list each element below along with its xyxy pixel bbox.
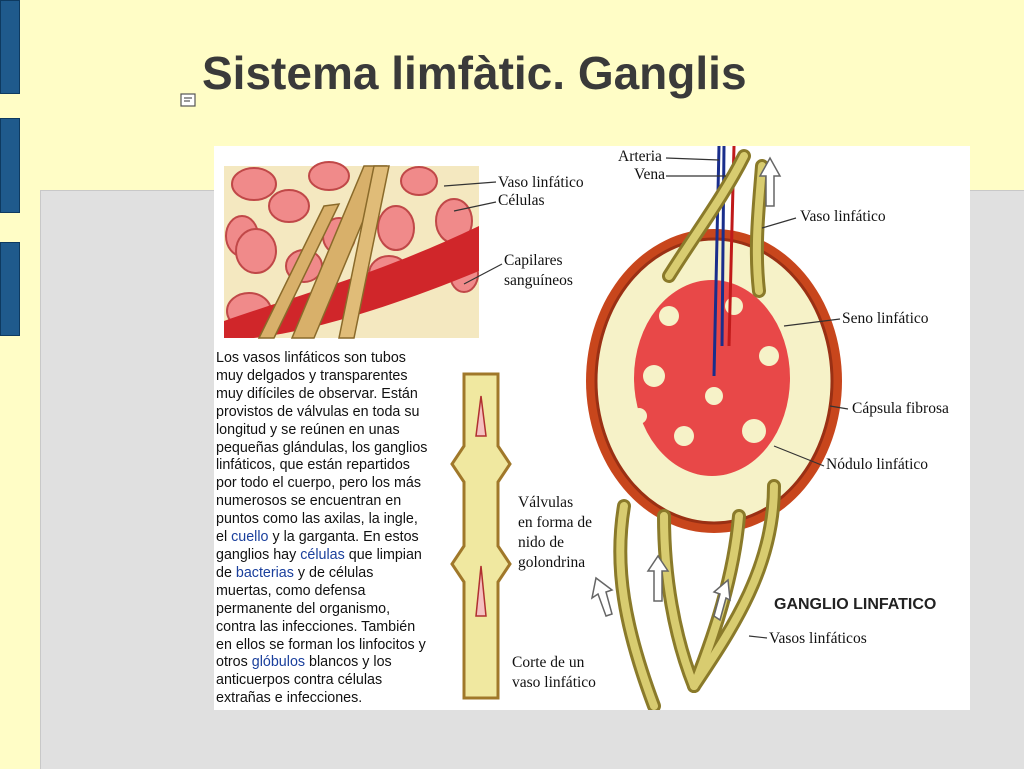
flow-arrows <box>590 156 782 622</box>
lymph-node-figure: Vaso linfático Células Capilares sanguín… <box>214 146 970 710</box>
decor-bar-3 <box>0 242 20 336</box>
decor-bar-2 <box>0 118 20 213</box>
leader-lines <box>443 157 849 639</box>
label-nodulo-linfatico: Nódulo linfático <box>826 456 929 473</box>
label-celulas: Células <box>498 192 545 209</box>
label-valvulas-1: Válvulas <box>518 494 574 511</box>
slide-title: Sistema limfàtic. Ganglis <box>178 46 747 107</box>
label-vasos-linfaticos: Vasos linfáticos <box>769 630 867 647</box>
label-valvulas-4: golondrina <box>518 554 586 571</box>
tissue-panel <box>224 161 479 339</box>
decor-bar-1 <box>0 0 20 94</box>
link-celulas[interactable]: células <box>300 546 345 563</box>
label-corte-2: vaso linfático <box>512 674 596 691</box>
slide-title-text: Sistema limfàtic. Ganglis <box>202 47 747 99</box>
vessel-section <box>450 372 512 700</box>
label-seno-linfatico: Seno linfático <box>842 310 929 327</box>
label-vaso-linfatico-top: Vaso linfático <box>498 174 584 191</box>
label-valvulas-2: en forma de <box>518 514 593 531</box>
link-globulos[interactable]: glóbulos <box>251 654 306 671</box>
link-bacterias[interactable]: bacterias <box>235 564 294 581</box>
label-corte-1: Corte de un <box>512 654 585 671</box>
notepad-bullet-icon <box>178 67 198 107</box>
label-capilares-1: Capilares <box>504 252 563 269</box>
label-vena: Vena <box>634 166 665 183</box>
label-arteria: Arteria <box>618 148 662 165</box>
label-capilares-2: sanguíneos <box>504 272 573 289</box>
label-vaso-linfatico-right: Vaso linfático <box>800 208 886 225</box>
description-text: Los vasos linfáticos son tubos muy delga… <box>216 350 428 707</box>
label-valvulas-3: nido de <box>518 534 565 551</box>
lymph-node-illustration <box>224 146 849 710</box>
link-cuello[interactable]: cuello <box>231 529 269 546</box>
label-capsula-fibrosa: Cápsula fibrosa <box>852 400 949 417</box>
label-ganglio-linfatico: GANGLIO LINFATICO <box>774 596 937 613</box>
lymph-node <box>586 146 842 533</box>
